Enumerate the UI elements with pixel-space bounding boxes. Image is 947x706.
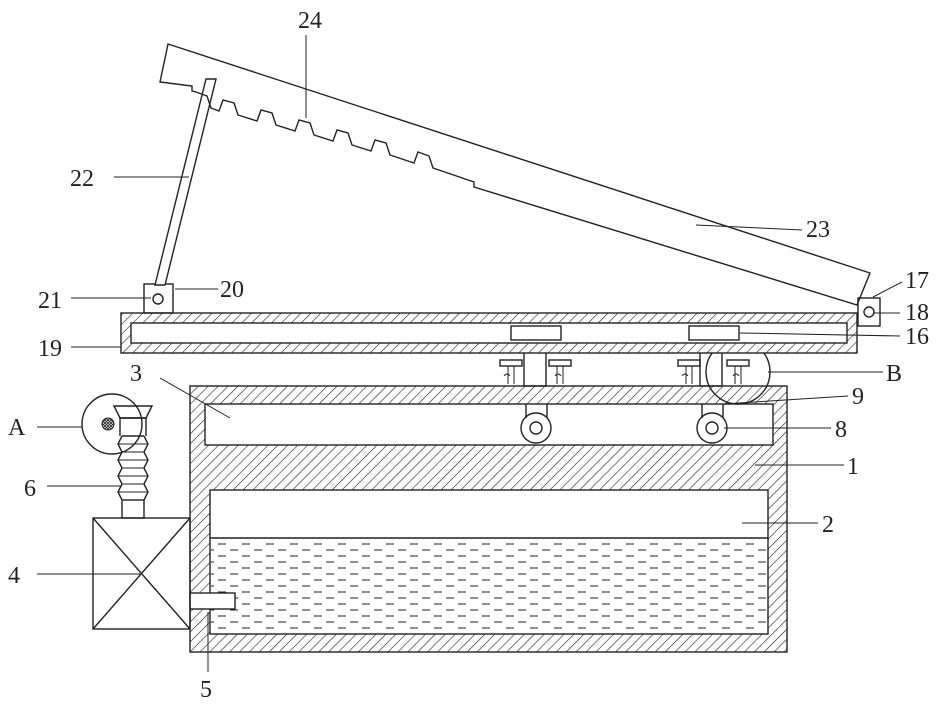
tilted-panel (160, 44, 870, 305)
label-24: 24 (298, 8, 322, 34)
bellows-pipe (114, 406, 152, 518)
hinge-right (858, 298, 880, 326)
slider-left (511, 326, 561, 340)
outlet-pipe (190, 593, 235, 609)
label-5: 5 (200, 677, 212, 703)
label-22: 22 (70, 166, 94, 192)
label-20: 20 (220, 277, 244, 303)
label-3: 3 (130, 361, 142, 387)
label-1: 1 (847, 454, 859, 480)
spray-mesh (102, 418, 114, 430)
label-2: 2 (822, 512, 834, 538)
upper-chamber (205, 404, 773, 445)
label-9: 9 (852, 384, 864, 410)
label-6: 6 (24, 476, 36, 502)
label-b: B (886, 361, 902, 387)
liquid (211, 538, 767, 633)
label-17: 17 (905, 268, 929, 294)
slider-right (689, 326, 739, 340)
label-21: 21 (38, 288, 62, 314)
label-a: A (8, 415, 26, 441)
label-23: 23 (806, 217, 830, 243)
label-8: 8 (835, 417, 847, 443)
label-16: 16 (905, 324, 929, 350)
support-rod (155, 79, 216, 285)
label-4: 4 (8, 563, 20, 589)
label-19: 19 (38, 336, 62, 362)
label-18: 18 (905, 300, 929, 326)
